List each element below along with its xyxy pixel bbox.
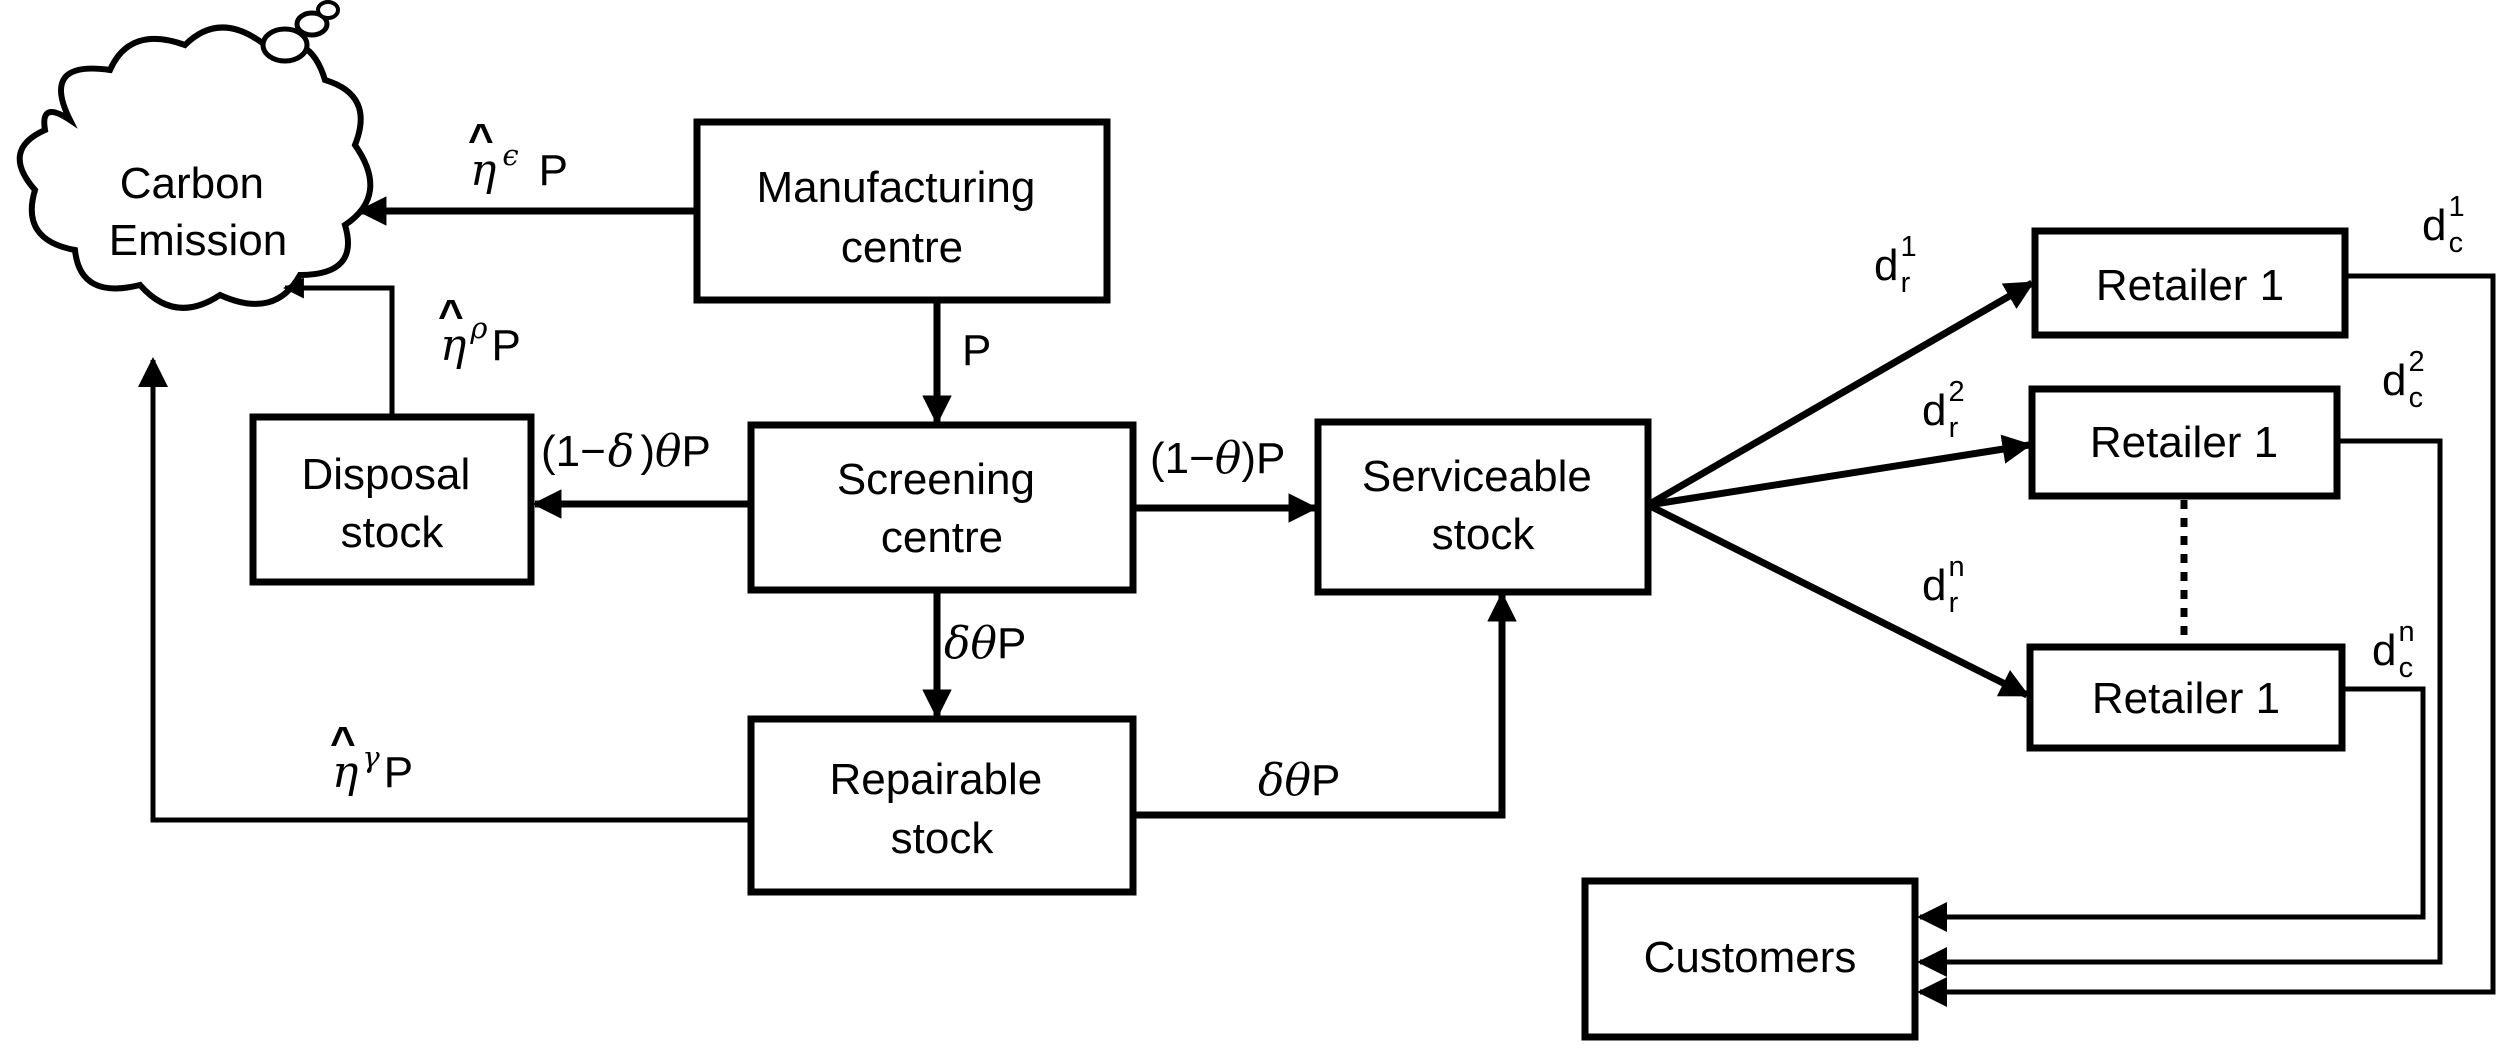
screening-line-1: Screening [837, 455, 1035, 504]
repairable-line-2: stock [891, 814, 995, 863]
customers-label: Customers [1644, 933, 1857, 982]
arrow-retailer-bottom-to-customers [1917, 686, 2426, 932]
manufacturing-centre-node: Manufacturing centre [693, 118, 1111, 304]
repairable-stock-label: Repairable stock [829, 755, 1054, 863]
serviceable-line-2: stock [1432, 510, 1536, 559]
manufacturing-line-2: centre [841, 223, 963, 272]
hat-epsilon: ^ [468, 115, 494, 164]
retailer-top-label: Retailer 1 [2096, 261, 2284, 310]
serviceable-line-1: Serviceable [1362, 452, 1592, 501]
arrow-serviceable-to-retailer-top [1646, 279, 2035, 509]
svg-text:ηρP: ηρP [440, 311, 521, 371]
retailer-bottom-label: Retailer 1 [2092, 674, 2280, 723]
carbon-emission-label: Carbon Emission [109, 159, 288, 265]
customers-node: Customers [1581, 877, 1919, 1041]
disposal-line-1: Disposal [302, 450, 471, 499]
label-mfg-to-screening: P [962, 326, 991, 375]
screening-centre-node: Screening centre [747, 421, 1137, 594]
label-screening-to-disposal: (1−δ)θP [541, 426, 711, 477]
disposal-line-2: stock [341, 508, 445, 557]
arrow-repairable-to-serviceable [1133, 592, 1517, 819]
serviceable-stock-label: Serviceable stock [1362, 452, 1604, 559]
arrow-disposal-to-carbon [282, 277, 395, 417]
label-screening-to-serviceable: (1−θ)P [1150, 433, 1285, 484]
manufacturing-line-1: Manufacturing [756, 163, 1035, 212]
carbon-emission-line-2: Emission [109, 216, 288, 265]
disposal-stock-label: Disposal stock [302, 450, 483, 557]
carbon-emission-cloud: Carbon Emission [16, 0, 374, 311]
hat-gamma: ^ [330, 718, 356, 767]
disposal-stock-node: Disposal stock [249, 413, 535, 586]
svg-text:ηϵP: ηϵP [470, 138, 568, 196]
carbon-emission-line-1: Carbon [120, 159, 264, 208]
arrow-repairable-to-carbon [138, 357, 751, 823]
arrow-serviceable-to-retailer-middle [1647, 434, 2032, 509]
retailer-1-middle-node: Retailer 1 [2028, 385, 2341, 500]
retailer-1-top-node: Retailer 1 [2031, 227, 2349, 339]
label-repairable-to-serviceable: δθP [1258, 755, 1340, 806]
repairable-line-1: Repairable [829, 755, 1042, 804]
screening-line-2: centre [881, 513, 1003, 562]
retailer-middle-label: Retailer 1 [2090, 418, 2278, 467]
arrow-retailer-top-to-customers [1917, 273, 2496, 1007]
manufacturing-centre-label: Manufacturing centre [756, 163, 1047, 272]
repairable-stock-node: Repairable stock [747, 715, 1137, 896]
retailer-1-bottom-node: Retailer 1 [2026, 643, 2346, 752]
screening-centre-label: Screening centre [837, 455, 1047, 562]
hat-rho: ^ [438, 291, 464, 340]
serviceable-stock-node: Serviceable stock [1314, 418, 1652, 596]
arrow-retailer-middle-to-customers [1917, 438, 2443, 977]
label-screening-to-repairable: δθP [944, 618, 1026, 669]
arrow-serviceable-to-retailer-bottom [1646, 501, 2030, 699]
svg-text:ηγP: ηγP [332, 740, 413, 798]
